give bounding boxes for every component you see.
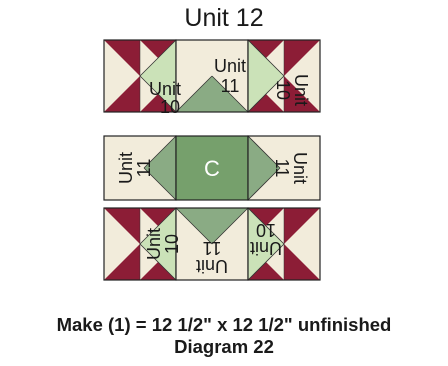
svg-text:Unit: Unit — [214, 56, 246, 76]
svg-text:10: 10 — [162, 234, 182, 254]
svg-text:Unit: Unit — [250, 238, 282, 258]
middle-row — [103, 135, 321, 201]
label-unit10-top-right: Unit 10 — [273, 74, 311, 106]
unit11-square-top-center — [175, 39, 249, 113]
label-center-c: C — [204, 156, 220, 181]
top-row — [103, 39, 321, 113]
diagram-title: Unit 12 — [184, 4, 264, 32]
svg-text:11: 11 — [272, 159, 292, 178]
svg-text:Unit: Unit — [196, 256, 228, 276]
unit11-square-mid-right — [247, 135, 321, 201]
center-square-c — [175, 135, 249, 201]
label-unit10-bottom-left: Unit 10 — [144, 228, 182, 260]
svg-text:Unit: Unit — [144, 228, 164, 260]
svg-text:10: 10 — [273, 80, 293, 100]
svg-text:Unit: Unit — [116, 152, 136, 184]
label-unit11-mid-right: Unit 11 — [272, 152, 310, 184]
unit11-square-bottom-center — [175, 207, 249, 281]
svg-text:Unit: Unit — [149, 79, 181, 99]
svg-text:Unit: Unit — [290, 152, 310, 184]
svg-text:10: 10 — [256, 220, 276, 240]
svg-text:11: 11 — [134, 159, 154, 178]
diagram-caption: Make (1) = 12 1/2" x 12 1/2" unfinished … — [0, 314, 448, 358]
svg-text:11: 11 — [221, 76, 240, 96]
caption-diagram-number: Diagram 22 — [174, 336, 274, 357]
label-unit11-mid-left: Unit 11 — [116, 152, 154, 184]
label-unit11-bottom-center: Unit 11 — [196, 238, 228, 276]
label-unit11-top-center: Unit 11 — [214, 56, 246, 96]
unit11-square-mid-left — [103, 135, 177, 201]
label-unit10-bottom-right: Unit 10 — [250, 220, 282, 258]
svg-text:C: C — [204, 156, 220, 181]
label-unit10-top-left: Unit 10 — [149, 79, 181, 117]
svg-text:Unit: Unit — [291, 74, 311, 106]
bottom-row — [103, 207, 321, 281]
svg-text:10: 10 — [160, 97, 180, 117]
caption-size-line: Make (1) = 12 1/2" x 12 1/2" unfinished — [56, 314, 392, 335]
svg-text:11: 11 — [203, 238, 222, 258]
